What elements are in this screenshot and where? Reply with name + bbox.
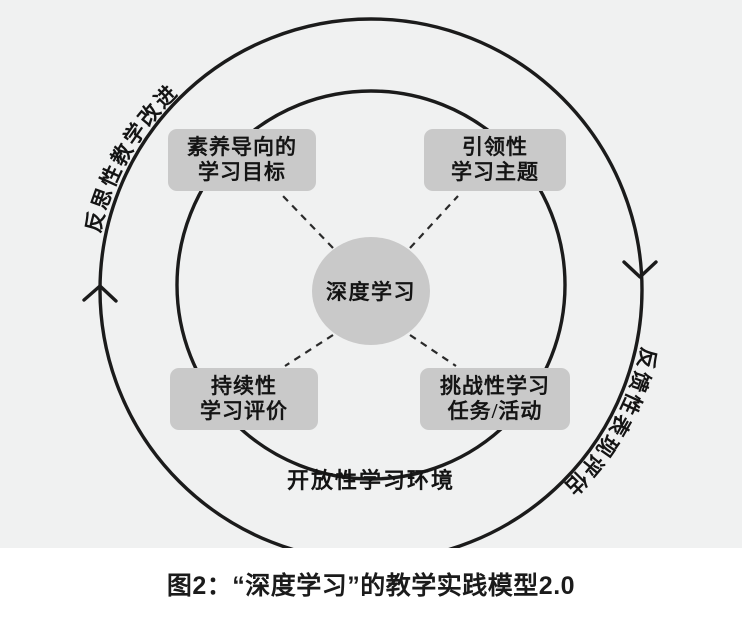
node-box-top-right[interactable]: 引领性 学习主题 [424,129,566,191]
node-label-line2: 任务/活动 [447,399,543,423]
arrow-up-icon [82,284,118,303]
node-box-top-left[interactable]: 素养导向的 学习目标 [168,129,316,191]
node-label-line2: 学习目标 [198,160,286,184]
outer-ring-circle [98,17,644,548]
connector-center-to-bottom-right [409,334,457,367]
connector-center-to-bottom-left [284,334,334,367]
diagram-canvas: 反思性教学改进 反馈性表现评估 素养导向的 学习目标 引领性 学习主题 持续性 … [0,0,742,548]
node-box-bottom-right[interactable]: 挑战性学习 任务/活动 [420,368,570,430]
arrow-down-icon [622,260,658,279]
caption-band: 图2：“深度学习”的教学实践模型2.0 [0,548,742,619]
inner-ring-label: 开放性学习环境 [286,468,455,493]
node-label-line1: 引领性 [462,135,528,160]
node-box-bottom-left[interactable]: 持续性 学习评价 [170,368,318,430]
node-label-line2: 学习评价 [200,399,288,423]
connector-center-to-top-left [282,195,334,249]
diagram-vector-layer [82,17,658,548]
node-label-line1: 持续性 [211,374,277,399]
figure-caption: 图2：“深度学习”的教学实践模型2.0 [166,571,576,600]
node-label-line1: 挑战性学习 [440,374,550,399]
center-node[interactable]: 深度学习 [312,237,430,345]
node-label-line1: 素养导向的 [187,135,297,160]
inner-ring-circle [175,89,567,481]
node-label-line2: 学习主题 [451,160,539,184]
connector-center-to-top-right [409,195,459,249]
center-node-label: 深度学习 [326,280,416,304]
